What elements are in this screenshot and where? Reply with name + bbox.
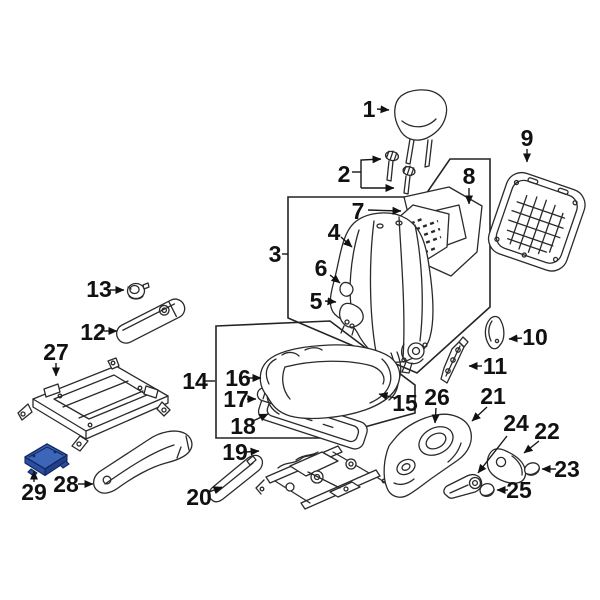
- callout-2-leader-top: [360, 155, 382, 188]
- callout-22[interactable]: 22: [534, 418, 560, 444]
- callout-20[interactable]: 20: [186, 484, 212, 510]
- callout-13[interactable]: 13: [86, 276, 112, 302]
- callout-9[interactable]: 9: [521, 125, 534, 151]
- callout-4-leader: [340, 236, 353, 248]
- callout-15-leader: [378, 392, 396, 400]
- callout-7-leader: [367, 206, 402, 215]
- callout-27[interactable]: 27: [43, 339, 69, 365]
- seat-back-panel-illustration: [487, 171, 586, 272]
- seat-back-clip: [339, 281, 354, 297]
- callout-24[interactable]: 24: [503, 410, 529, 436]
- control-module-illustration[interactable]: [24, 443, 70, 477]
- callout-8[interactable]: 8: [463, 163, 476, 189]
- callout-1[interactable]: 1: [363, 96, 376, 122]
- armrest-illustration: [116, 298, 186, 344]
- callout-11[interactable]: 11: [483, 353, 508, 379]
- callout-7[interactable]: 7: [352, 198, 365, 224]
- seat-back-pad-illustration: [329, 212, 434, 381]
- seat-cushion-pad-illustration: [259, 344, 401, 420]
- callout-10[interactable]: 10: [522, 324, 548, 350]
- outer-side-cover-illustration: [92, 430, 193, 494]
- adjust-lever-illustration: [443, 473, 483, 499]
- headrest-illustration: [394, 89, 448, 168]
- callout-26[interactable]: 26: [424, 384, 450, 410]
- callout-15[interactable]: 15: [392, 390, 418, 416]
- callout-3[interactable]: 3: [269, 241, 282, 267]
- callout-6-leader: [329, 274, 341, 284]
- callout-28[interactable]: 28: [53, 471, 79, 497]
- handle-knob-illustration: [524, 462, 540, 476]
- callout-labels: 1 2 3 4 5 6 7 8 9 10 11 12 13 14 15 16 1…: [21, 96, 580, 510]
- callout-21[interactable]: 21: [480, 383, 506, 409]
- armrest-knob-illustration: [126, 282, 150, 300]
- callout-23[interactable]: 23: [554, 456, 580, 482]
- belt-guide-illustration: [484, 315, 505, 350]
- callout-5-leader: [324, 297, 337, 306]
- callout-18[interactable]: 18: [230, 413, 256, 439]
- side-shield-illustration: [383, 413, 473, 498]
- callout-18-leader: [252, 413, 269, 422]
- callout-4[interactable]: 4: [328, 219, 341, 245]
- callout-22-leader: [523, 440, 540, 454]
- recliner-handle-illustration: [486, 448, 527, 484]
- callout-21-leader: [471, 406, 488, 422]
- callout-17[interactable]: 17: [223, 386, 249, 412]
- cap-illustration: [479, 482, 495, 498]
- headrest-guide-screws-illustration: [384, 150, 416, 195]
- callout-12[interactable]: 12: [80, 319, 106, 345]
- callout-16[interactable]: 16: [225, 365, 251, 391]
- callout-leaders: [30, 105, 556, 494]
- seat-cushion-group-box: [215, 320, 416, 439]
- callout-19[interactable]: 19: [222, 439, 248, 465]
- seat-track-illustration: [255, 445, 387, 510]
- callout-20-leader: [208, 486, 223, 494]
- callout-29[interactable]: 29: [21, 479, 47, 505]
- callout-19-leader: [245, 447, 260, 456]
- callout-2[interactable]: 2: [338, 161, 351, 187]
- side-bracket-illustration: [440, 336, 469, 384]
- seat-frame-riser-illustration: [17, 357, 171, 452]
- callout-1-leader: [376, 105, 390, 114]
- callout-25[interactable]: 25: [506, 477, 532, 503]
- callout-24-leader: [477, 435, 508, 474]
- callout-5[interactable]: 5: [310, 288, 323, 314]
- callout-10-leader: [508, 334, 523, 343]
- callout-14[interactable]: 14: [182, 368, 208, 394]
- callout-26-leader: [431, 407, 440, 424]
- callout-6[interactable]: 6: [315, 255, 328, 281]
